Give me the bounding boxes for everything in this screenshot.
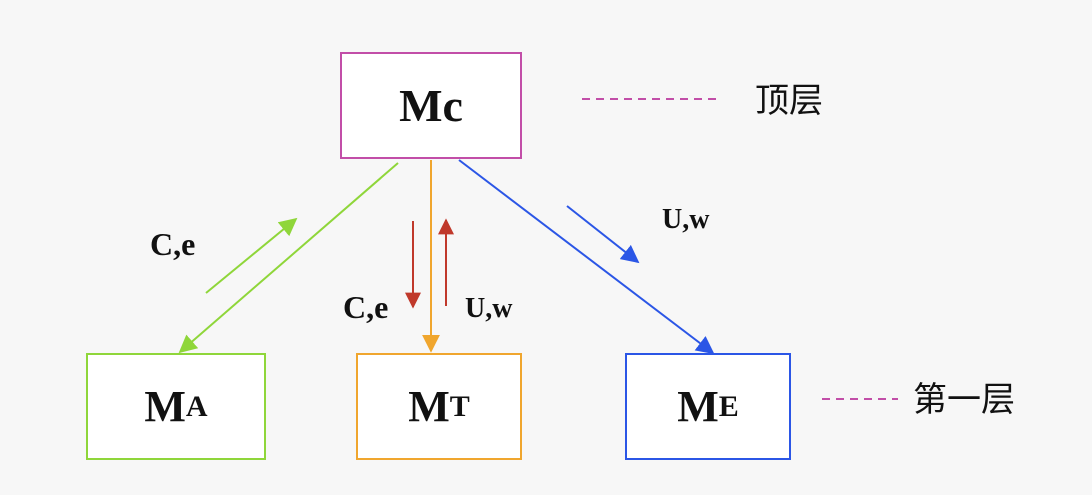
node-me-sub: E: [718, 389, 739, 423]
arrow-mc-to-me: [566, 205, 640, 264]
edge-label-left: C,e: [150, 226, 196, 262]
node-mt-sub: T: [449, 389, 470, 423]
node-me-main: M: [677, 382, 719, 431]
edge-label-middle-up: U,w: [465, 293, 513, 324]
arrow-ma-to-mc: [205, 217, 298, 294]
edge-mc-me: [458, 159, 715, 355]
level-label-first: 第一层: [913, 380, 1015, 420]
node-ma-sub: A: [185, 389, 208, 423]
node-mc-sub: c: [442, 80, 463, 131]
node-mc-main: M: [399, 80, 443, 131]
edge-label-right: U,w: [662, 204, 710, 235]
node-mt-main: M: [408, 382, 450, 431]
edge-label-middle-down: C,e: [343, 289, 389, 325]
node-ma-main: M: [144, 382, 186, 431]
level-label-top: 顶层: [755, 81, 823, 121]
edge-mc-ma: [178, 162, 399, 354]
